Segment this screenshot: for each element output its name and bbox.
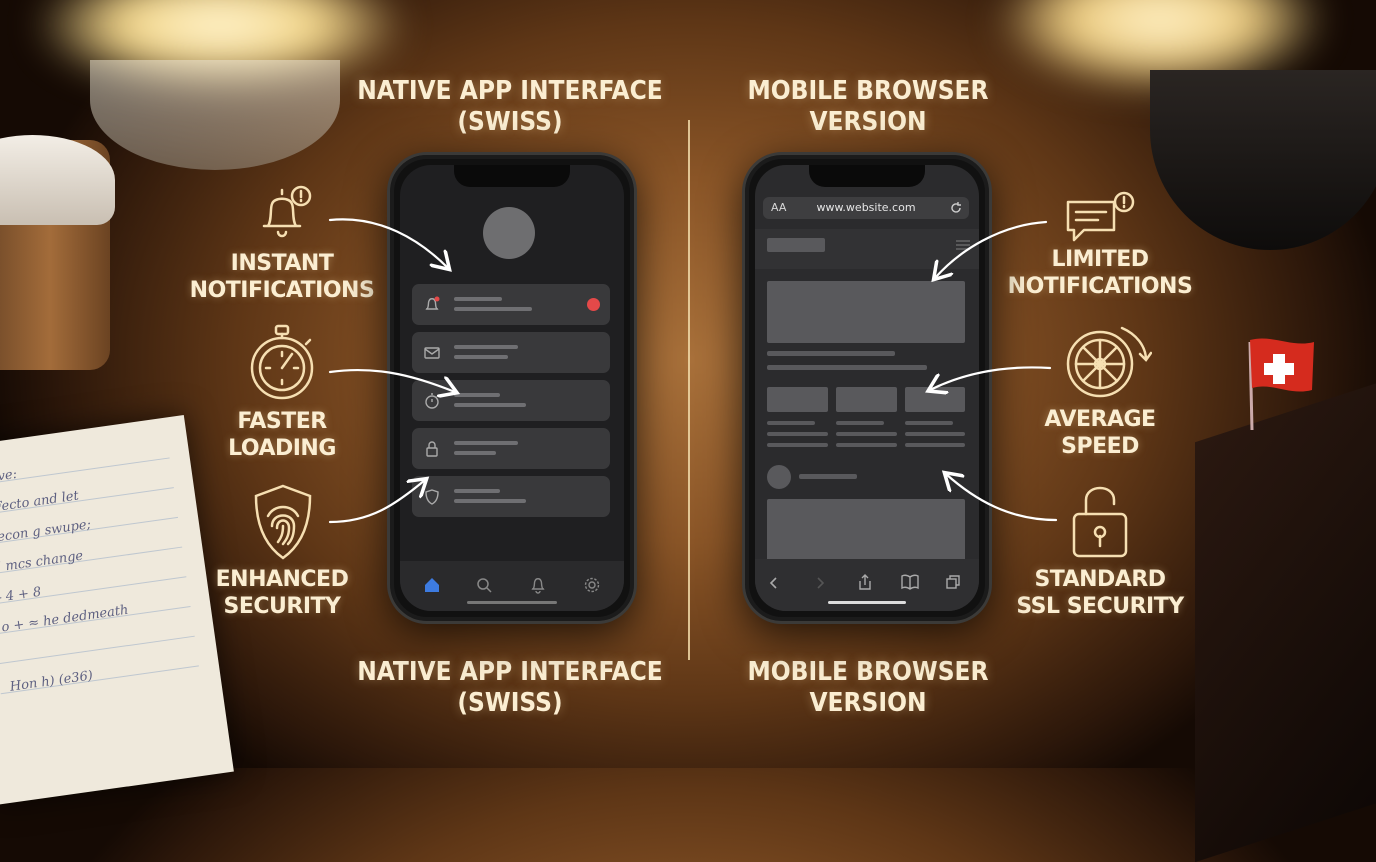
native-app-phone: [387, 152, 637, 624]
arrow: [328, 480, 425, 524]
feature-instant-notifications: INSTANT NOTIFICATIONS: [182, 250, 382, 304]
feature-line: NOTIFICATIONS: [189, 278, 375, 303]
fingerprint-shield-icon: [254, 484, 312, 560]
heading-line: VERSION: [809, 107, 927, 137]
feature-average-speed: AVERAGE SPEED: [1000, 406, 1200, 460]
browser-toolbar: [755, 559, 979, 611]
bell-icon: [425, 296, 440, 310]
heading-line: MOBILE BROWSER: [747, 76, 989, 106]
feature-limited-notifications: LIMITED NOTIFICATIONS: [1000, 246, 1200, 300]
bell-alert-icon: [262, 185, 312, 238]
heading-line: NATIVE APP INTERFACE: [357, 657, 663, 687]
phone-notch: [454, 165, 570, 187]
stopwatch-icon: [250, 324, 314, 400]
back-icon[interactable]: [767, 575, 781, 591]
list-item[interactable]: [412, 476, 610, 517]
feature-line: NOTIFICATIONS: [1007, 274, 1193, 299]
gear-icon[interactable]: [582, 575, 602, 595]
open-padlock-icon: [1072, 486, 1128, 558]
search-icon[interactable]: [474, 575, 494, 595]
tabs-icon[interactable]: [945, 574, 961, 590]
avatar[interactable]: [483, 207, 535, 259]
heading-line: MOBILE BROWSER: [747, 657, 989, 687]
right-heading-top: MOBILE BROWSER VERSION: [700, 76, 1036, 138]
feature-enhanced-security: ENHANCED SECURITY: [182, 566, 382, 620]
card[interactable]: [836, 387, 897, 412]
list-item[interactable]: [412, 332, 610, 373]
left-heading-bottom: NATIVE APP INTERFACE (SWISS): [340, 657, 680, 719]
arrows-layer: [328, 218, 1058, 524]
right-heading-bottom: MOBILE BROWSER VERSION: [700, 657, 1036, 719]
heading-line: (SWISS): [457, 688, 563, 718]
message-alert-icon: [1066, 191, 1135, 242]
arrow: [930, 366, 1052, 390]
heading-line: NATIVE APP INTERFACE: [357, 76, 663, 106]
bell-icon[interactable]: [528, 575, 548, 595]
mail-icon: [424, 347, 440, 359]
wheel-icon: [1066, 326, 1152, 398]
browser-phone: AA www.website.com: [742, 152, 992, 624]
phone-notch: [809, 165, 925, 187]
lock-icon: [426, 441, 438, 457]
feature-line: AVERAGE: [1044, 407, 1156, 432]
notification-dot: [587, 298, 600, 311]
lamp-shade-left: [90, 60, 340, 170]
bookmarks-icon[interactable]: [901, 574, 919, 590]
feature-line: LOADING: [228, 436, 336, 461]
feature-line: ENHANCED: [215, 567, 349, 592]
feature-line: LIMITED: [1051, 247, 1149, 272]
hero-banner: [767, 281, 965, 343]
feature-line: STANDARD: [1034, 567, 1166, 592]
left-heading-top: NATIVE APP INTERFACE (SWISS): [340, 76, 680, 138]
browser-screen: AA www.website.com: [755, 165, 979, 611]
forward-icon[interactable]: [813, 575, 827, 591]
feature-line: FASTER: [237, 409, 327, 434]
home-icon[interactable]: [422, 575, 442, 595]
url-bar[interactable]: AA www.website.com: [763, 197, 969, 219]
arrow: [946, 474, 1058, 522]
arrow: [328, 218, 448, 268]
text-size-button[interactable]: AA: [771, 201, 787, 214]
site-logo[interactable]: [767, 238, 825, 252]
list-item[interactable]: [412, 428, 610, 469]
feature-faster-loading: FASTER LOADING: [182, 408, 382, 462]
reload-icon[interactable]: [949, 201, 963, 215]
arrow: [328, 368, 455, 392]
center-divider: [688, 120, 690, 660]
feature-line: SECURITY: [223, 594, 341, 619]
url-text: www.website.com: [816, 201, 916, 214]
list-item[interactable]: [412, 284, 610, 325]
avatar: [767, 465, 791, 489]
timer-icon: [425, 393, 439, 409]
arrow: [935, 220, 1048, 278]
feature-line: SPEED: [1061, 434, 1139, 459]
card[interactable]: [767, 387, 828, 412]
home-indicator: [828, 601, 906, 604]
tab-bar: [400, 561, 624, 611]
swiss-flag-icon: [1248, 338, 1314, 431]
share-icon[interactable]: [857, 573, 873, 591]
feature-line: INSTANT: [230, 251, 334, 276]
feature-line: SSL SECURITY: [1016, 594, 1184, 619]
feature-standard-ssl-security: STANDARD SSL SECURITY: [1000, 566, 1200, 620]
home-indicator: [467, 601, 557, 604]
heading-line: (SWISS): [457, 107, 563, 137]
heading-line: VERSION: [809, 688, 927, 718]
